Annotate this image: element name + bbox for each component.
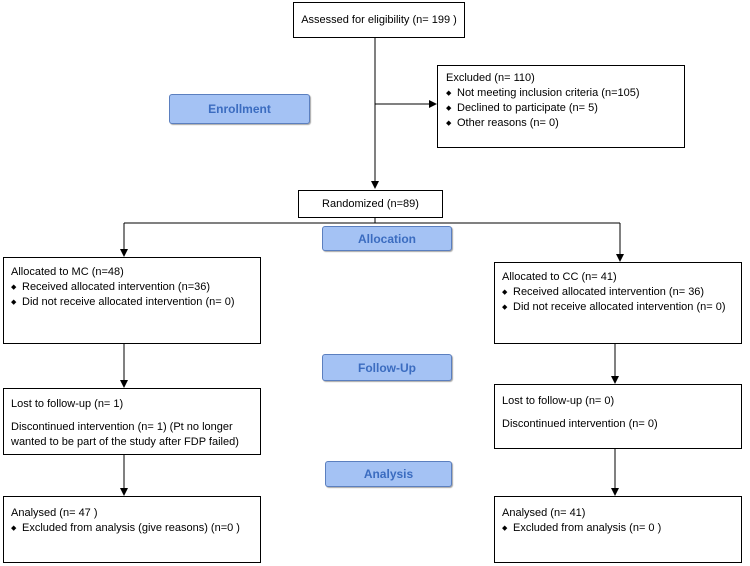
left-analysed-box: Analysed (n= 47 ) ◆Excluded from analysi… <box>3 496 261 563</box>
right-analysed-box: Analysed (n= 41) ◆Excluded from analysis… <box>494 496 742 563</box>
assessed-label: Assessed for eligibility (n= 199 ) <box>301 13 457 26</box>
left-discontinued-label: Discontinued intervention (n= 1) (Pt no … <box>11 421 233 433</box>
bullet-icon: ◆ <box>502 525 508 532</box>
excluded-item: ◆Not meeting inclusion criteria (n=105) <box>446 87 640 99</box>
left-allocated-item: ◆Received allocated intervention (n=36) <box>11 281 211 293</box>
bullet-icon: ◆ <box>11 299 17 306</box>
left-followup-box: Lost to follow-up (n= 1) Discontinued in… <box>3 388 261 455</box>
right-allocated-item: ◆Did not receive allocated intervention … <box>502 301 726 313</box>
bullet-icon: ◆ <box>446 105 452 112</box>
stage-enrollment: Enrollment <box>169 94 310 124</box>
bullet-icon: ◆ <box>11 284 17 291</box>
bullet-icon: ◆ <box>446 90 452 97</box>
assessed-box: Assessed for eligibility (n= 199 ) <box>293 2 465 38</box>
stage-followup: Follow-Up <box>322 354 452 381</box>
left-analysed-item: ◆Excluded from analysis (give reasons) (… <box>11 522 240 534</box>
left-allocated-title: Allocated to MC (n=48) <box>11 266 124 278</box>
left-lost-label: Lost to follow-up (n= 1) <box>11 398 124 410</box>
bullet-icon: ◆ <box>502 304 508 311</box>
right-discontinued-label: Discontinued intervention (n= 0) <box>502 418 658 430</box>
stage-analysis: Analysis <box>325 461 452 487</box>
excluded-item: ◆Other reasons (n= 0) <box>446 117 559 129</box>
right-analysed-title: Analysed (n= 41) <box>502 507 586 519</box>
excluded-title: Excluded (n= 110) <box>446 72 535 84</box>
right-followup-box: Lost to follow-up (n= 0) Discontinued in… <box>494 384 742 449</box>
right-lost-label: Lost to follow-up (n= 0) <box>502 395 615 407</box>
left-allocated-box: Allocated to MC (n=48) ◆Received allocat… <box>3 257 261 344</box>
excluded-item: ◆Declined to participate (n= 5) <box>446 102 598 114</box>
stage-allocation: Allocation <box>322 226 452 251</box>
left-allocated-item: ◆Did not receive allocated intervention … <box>11 296 235 308</box>
left-discontinued-label-cont: wanted to be part of the study after FDP… <box>11 436 239 448</box>
right-allocated-item: ◆Received allocated intervention (n= 36) <box>502 286 705 298</box>
right-allocated-title: Allocated to CC (n= 41) <box>502 271 617 283</box>
right-allocated-box: Allocated to CC (n= 41) ◆Received alloca… <box>494 262 742 344</box>
bullet-icon: ◆ <box>502 289 508 296</box>
left-analysed-title: Analysed (n= 47 ) <box>11 507 98 519</box>
randomized-label: Randomized (n=89) <box>322 197 419 210</box>
bullet-icon: ◆ <box>446 120 452 127</box>
randomized-box: Randomized (n=89) <box>298 190 443 218</box>
right-analysed-item: ◆Excluded from analysis (n= 0 ) <box>502 522 662 534</box>
excluded-box: Excluded (n= 110) ◆Not meeting inclusion… <box>437 65 685 148</box>
bullet-icon: ◆ <box>11 525 17 532</box>
